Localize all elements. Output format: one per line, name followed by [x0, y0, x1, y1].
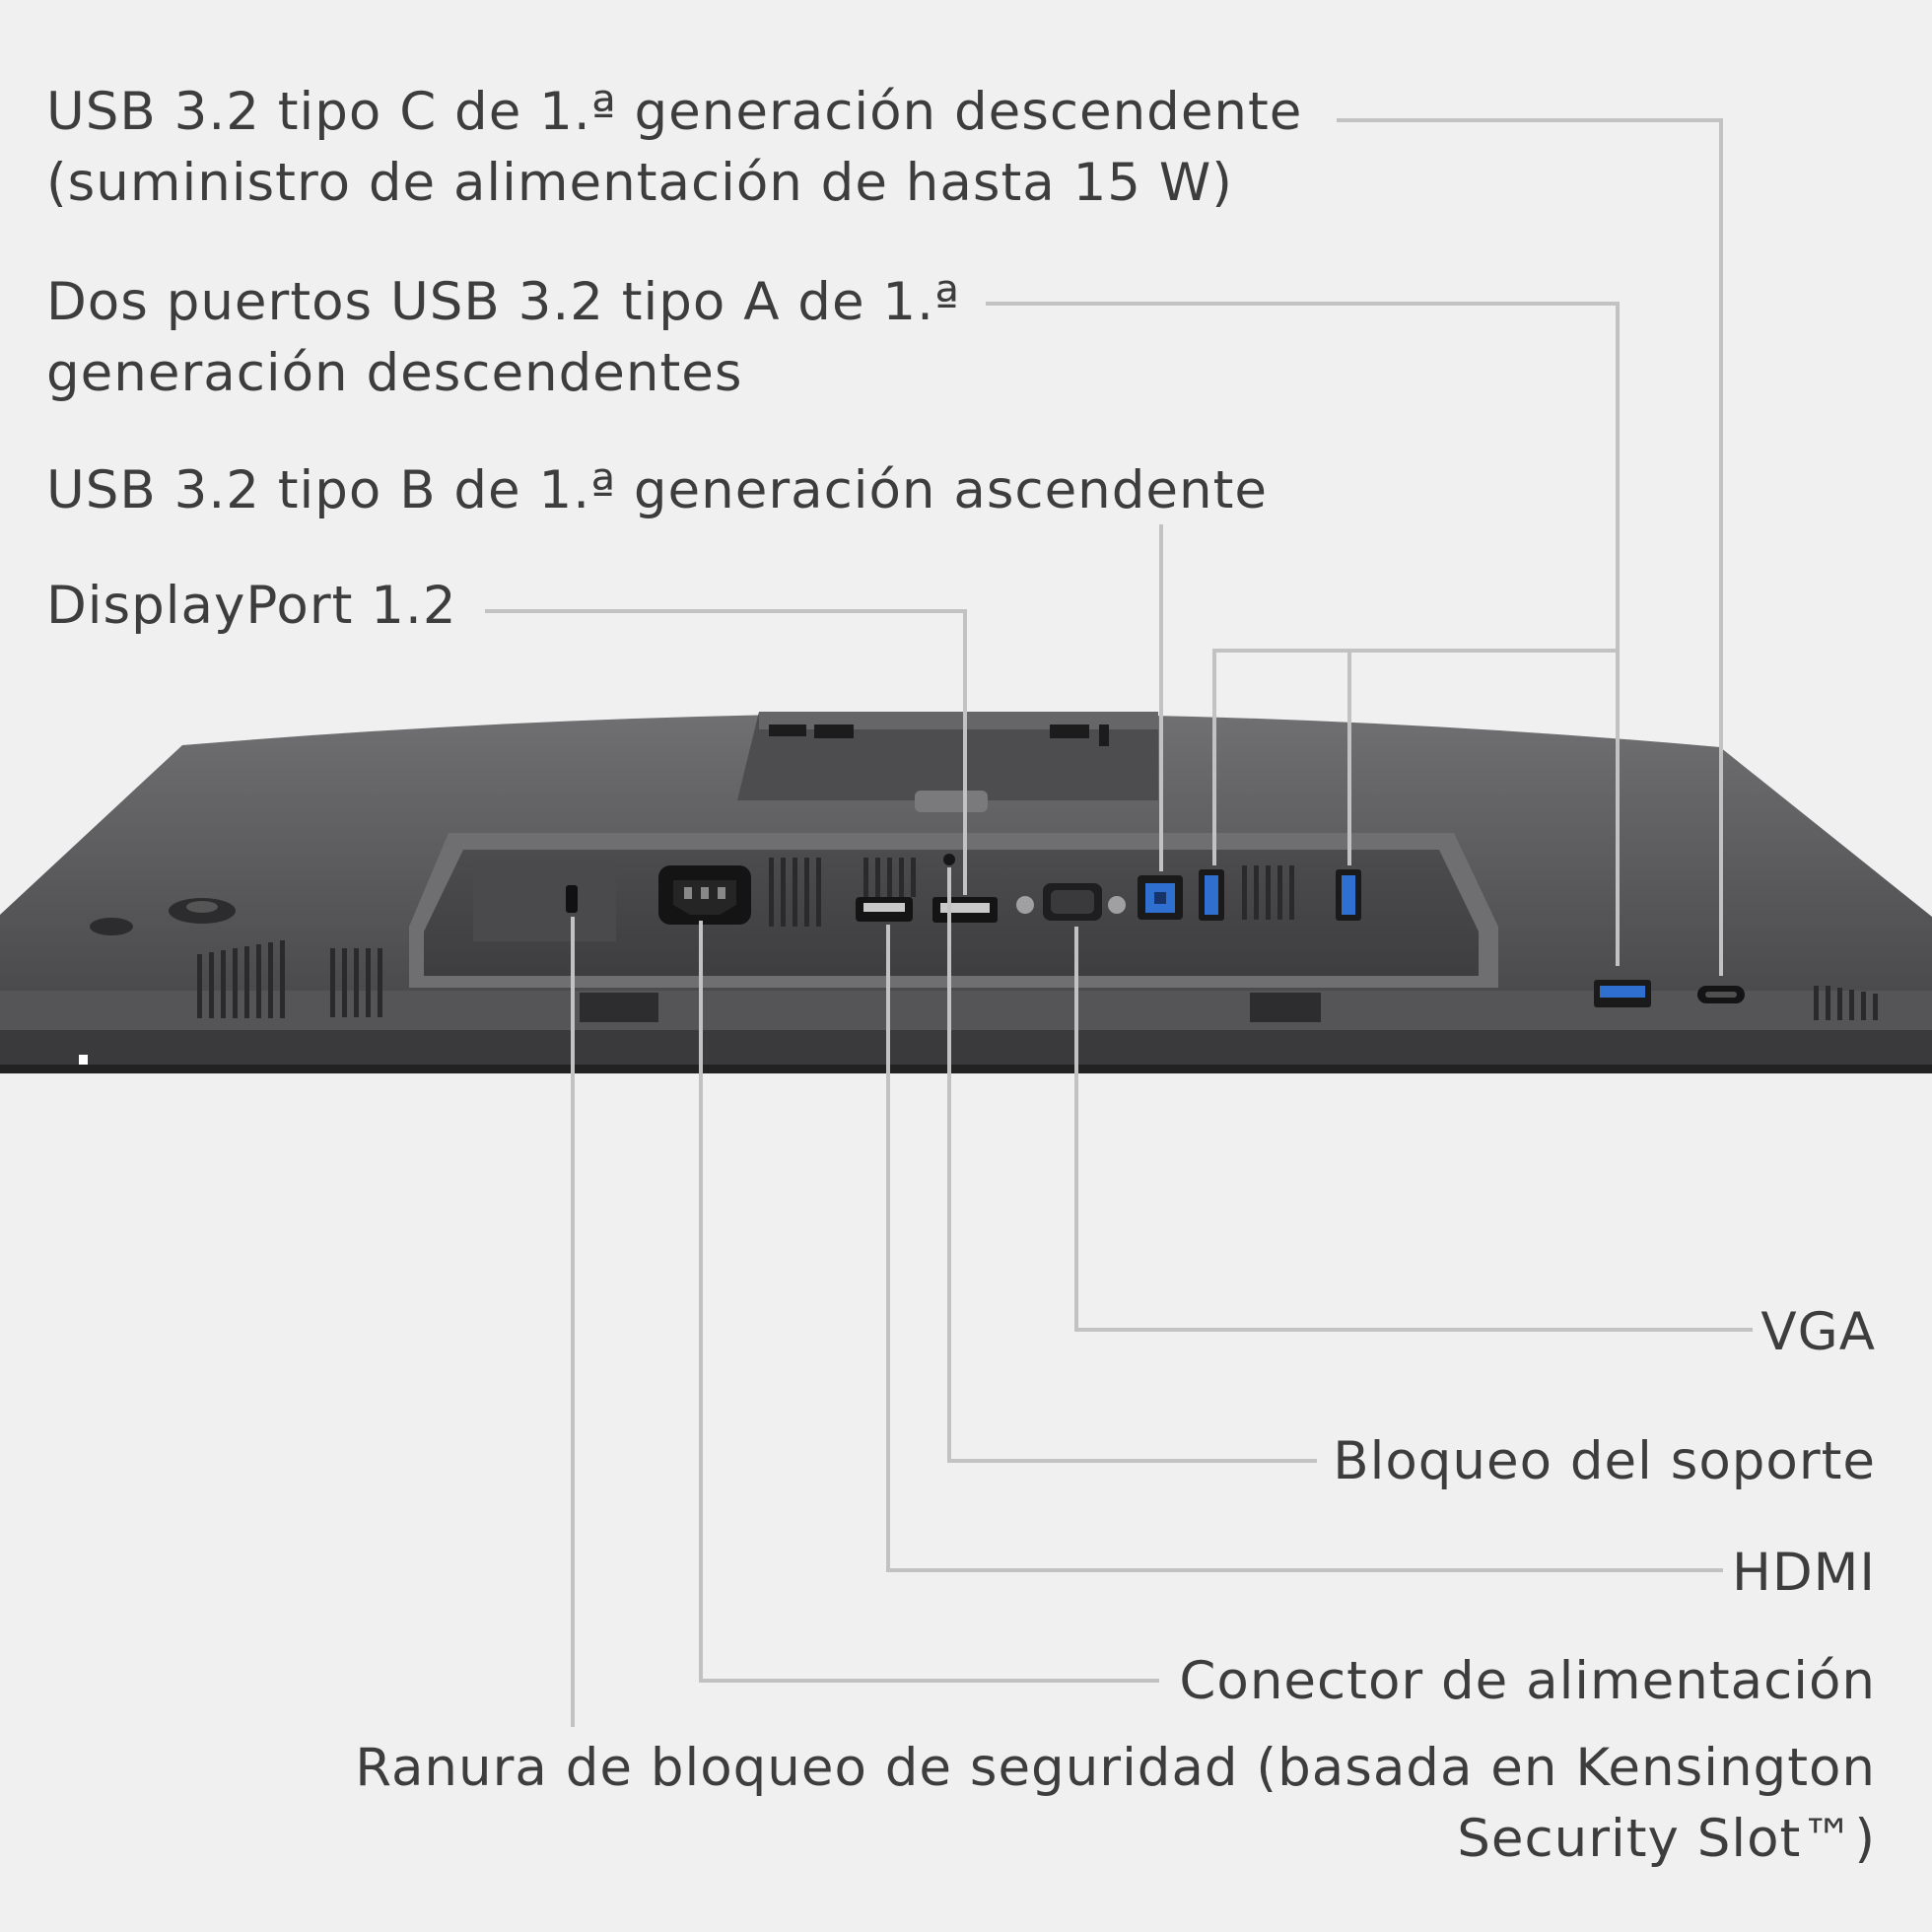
- label-usb-a: Dos puertos USB 3.2 tipo A de 1.ª genera…: [46, 267, 960, 409]
- leader-usb-a: [986, 302, 1620, 966]
- label-vga: VGA: [1760, 1302, 1876, 1362]
- leader-power: [699, 921, 1159, 1683]
- stand-mount: [737, 712, 1158, 812]
- label-usb-a-line1: Dos puertos USB 3.2 tipo A de 1.ª: [46, 272, 960, 332]
- stand-lock-hole: [943, 854, 955, 865]
- chassis-buttons: [90, 898, 236, 935]
- indicator-led: [79, 1055, 88, 1065]
- leader-hdmi: [886, 925, 1723, 1572]
- leader-lines: [485, 118, 1753, 1727]
- leader-displayport: [485, 609, 967, 895]
- label-usb-a-line2: generación descendentes: [46, 343, 743, 403]
- label-hdmi: HDMI: [1731, 1543, 1876, 1603]
- leader-usb-a-branch: [1212, 649, 1618, 865]
- label-stand-lock: Bloqueo del soporte: [1333, 1431, 1876, 1491]
- security-slot: [566, 885, 578, 913]
- label-usb-c-line1: USB 3.2 tipo C de 1.ª generación descend…: [46, 82, 1303, 142]
- label-usb-c: USB 3.2 tipo C de 1.ª generación descend…: [46, 77, 1302, 219]
- leader-vga: [1074, 927, 1753, 1332]
- bezel-strip: [0, 1065, 1932, 1073]
- label-usb-c-line2: (suministro de alimentación de hasta 15 …: [46, 153, 1233, 213]
- label-security-slot-line1: Ranura de bloqueo de seguridad (basada e…: [355, 1738, 1876, 1798]
- label-security-slot-line2: Security Slot™): [1457, 1809, 1876, 1869]
- label-displayport: DisplayPort 1.2: [46, 576, 457, 636]
- label-security-slot: Ranura de bloqueo de seguridad (basada e…: [355, 1733, 1876, 1875]
- label-usb-b: USB 3.2 tipo B de 1.ª generación ascende…: [46, 460, 1268, 520]
- label-power: Conector de alimentación: [1179, 1651, 1876, 1711]
- leader-stand-lock: [947, 867, 1317, 1463]
- leader-usb-c: [1337, 118, 1723, 976]
- vents: [197, 858, 1878, 1020]
